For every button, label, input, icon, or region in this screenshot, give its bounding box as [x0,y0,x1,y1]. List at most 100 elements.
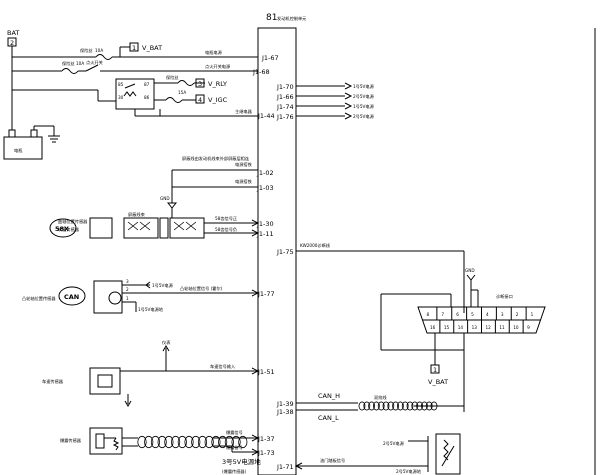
gnd-label-ecu: GND [160,196,170,201]
can-twist-coil [368,401,376,411]
j167-pin: J1-67 [261,54,279,62]
can-twist-coil [392,401,400,411]
j171-desc: 油门踏板信号 [320,457,345,464]
speed-inner [97,374,113,388]
fuse-relay-symbol [177,80,195,86]
pedal-pot [443,439,449,461]
can-twist-coil [396,401,404,411]
ecu-title: 81 [266,13,277,23]
speed-gnd-arrow [124,400,132,407]
gnd-label-obd: GND [465,268,475,273]
crank-shield-box [169,217,205,239]
obd-pin-label: 10 [513,325,519,330]
obd-pin-label: 1 [531,312,534,317]
relay-section: 85 87 30 86 保险丝 3 V_RLY 15A 4 V_IGC 主继电器… [12,74,275,120]
knock-twist-coil [184,435,194,449]
obd-pin-label: 5 [471,312,474,317]
obd-pin-label: 4 [486,312,489,317]
j176-out: 2号5V电源 [353,113,375,120]
j170-pin: J1-70 [276,83,294,91]
fuse2-name: 保险丝 [62,60,75,67]
can-twist-coil [382,401,390,411]
speed-sensor-box [89,367,121,395]
knock-element [95,433,105,449]
ecu-subtitle: 发动机控制单元 [277,15,306,22]
p73-note: 3号5V电源地 [222,457,261,466]
knock-twist-coil [211,435,221,449]
obd-pin-label: 12 [485,325,491,330]
crank-harness-x [127,221,151,231]
vbat-label: V_BAT [142,44,162,52]
pedal-sensor-box [435,433,461,475]
relay-contact [124,83,136,89]
knock-name: 爆震传感器 [60,437,82,444]
vrly-label: V_RLY [208,80,227,88]
j144-pin: J1-44 [257,112,275,120]
can-twist-coil [401,401,409,411]
ignition-branch: 保险丝 10A 点火开关 点火开关电源 J1-68 [12,59,270,76]
j151-pin: J1-51 [257,368,275,376]
knock-sensor: 爆震传感器 爆震信号 J1-37 爆震信号 J1-73 3号5V电源地 (爆震传… [60,427,275,475]
can-twist-coil [406,401,414,411]
knock-twist-coil [144,435,154,449]
relay-pin85: 85 [118,82,124,87]
arrow-j177 [251,289,260,297]
j102-pin: J1-02 [256,169,274,177]
battery-body-label: 电瓶 [14,147,22,154]
cam-ground: 1号5V电源地 [138,306,164,313]
knock-twist-coil [231,435,241,449]
can-twist-coil [377,401,385,411]
j175-desc: KW2000诊断线 [300,242,331,249]
vbat-num-box [129,42,139,52]
arrow-j174 [344,102,353,110]
pedal-pot-arrow [441,445,455,467]
obd-pin-label: 13 [472,325,478,330]
obd-pin-label: 8 [426,312,429,317]
obd-pin-label: 9 [527,325,530,330]
crank-shield-x [173,221,197,231]
can-twist-coil [372,401,380,411]
crank-name-2: 转速传感器 [58,226,80,233]
crank-name-1: 曲轴位置传感器 [58,218,88,225]
j168-pin: J1-68 [252,68,270,76]
fuse2-symbol [61,68,79,74]
cam-sensor: 凸轮轴位置传感器 CAN 3 1号5V电源 2 凸轮轴位置信号 (霍尔) J1-… [22,279,275,314]
j103-pin: J1-03 [256,184,274,192]
p73-note2: (爆震传感器) [222,468,247,475]
obd-vbat-num: 1 [433,366,437,374]
j168-desc: 点火开关电源 [205,63,231,70]
knock-twist-coil [177,435,187,449]
cam-supply: 1号5V电源 [152,282,174,289]
can-twist-coil [358,401,366,411]
arrow-j176 [344,112,353,120]
obd-pin-label: 6 [456,312,459,317]
j176-pin: J1-76 [276,113,294,121]
fuse3-rating-label: 15A [178,90,186,95]
knock-twisted-pair [137,435,248,449]
j138-pin: J1-38 [276,408,294,416]
knock-sensor-box [89,427,123,455]
relay-pin86: 86 [144,95,150,100]
j130-pin: J1-30 [256,220,274,228]
can-l-label: CAN_L [318,414,339,422]
cam-transistor [108,291,122,305]
j137-pin: J1-37 [257,435,275,443]
vigc-num: 4 [198,96,202,104]
pedal-ground: 2号5V电源地 [396,468,422,475]
fuse1-rating: 10A [95,48,103,53]
bat-terminal-pos [8,129,16,138]
cam-pin3: 3 [126,279,129,284]
cam-name: 凸轮轴位置传感器 [22,295,56,302]
crank-pin-block [159,217,169,239]
crank-connector [89,217,113,239]
obd-pin-label: 16 [430,325,436,330]
fuse1-symbol [95,54,113,60]
arrow-j166 [344,92,353,100]
kw2000-section: J1-75 KW2000诊断线 [276,242,465,313]
arrow-j111 [251,229,260,237]
obd-pin-label: 7 [441,312,444,317]
knock-twist-coil [218,435,228,449]
can-section: J1-39 CAN_H J1-38 CAN_L 双绞线 [276,392,464,422]
can-twist-coil [387,401,395,411]
